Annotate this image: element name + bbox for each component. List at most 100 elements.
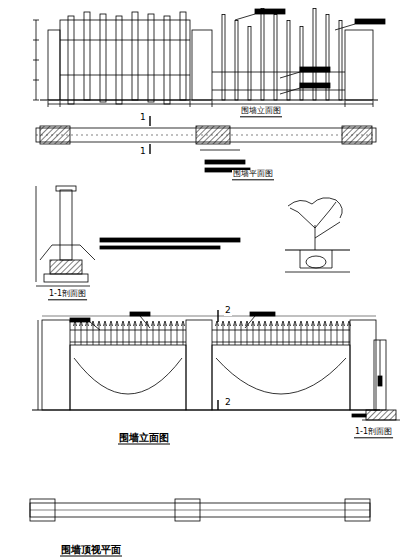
- bar-tip: [122, 321, 125, 326]
- bar-tip: [288, 321, 291, 326]
- fence-bar: [247, 324, 248, 345]
- dimension-tick: [33, 60, 39, 61]
- callout-bar: [130, 312, 150, 316]
- dimension-line: [36, 186, 37, 282]
- slat: [68, 16, 74, 104]
- fence-bar: [111, 324, 112, 345]
- slat: [84, 12, 90, 100]
- section-mark: [149, 144, 150, 154]
- drawing-title: 围墙立面图: [240, 107, 282, 116]
- fence-bar: [325, 324, 326, 345]
- fence-bar: [93, 324, 94, 345]
- fence-bar: [87, 324, 88, 345]
- tree-crown: [288, 198, 342, 218]
- fence-bar: [235, 324, 236, 345]
- title-underline: [354, 437, 393, 438]
- bar-tip: [182, 321, 185, 326]
- slat: [148, 14, 154, 102]
- pillar: [345, 30, 373, 100]
- fence-bar: [141, 324, 142, 345]
- callout-bar: [300, 83, 330, 88]
- dimension-tick: [33, 80, 39, 81]
- fence-bar: [135, 324, 136, 345]
- bar-tip: [110, 321, 113, 326]
- bar-tip: [170, 321, 173, 326]
- title-underline: [240, 116, 282, 117]
- bar-tip: [270, 321, 273, 326]
- ground-line: [362, 420, 400, 421]
- fence-bar: [253, 324, 254, 345]
- wall-panel: [212, 345, 350, 410]
- dimension-tick: [345, 101, 346, 107]
- title-underline: [232, 179, 274, 180]
- fence-bar: [75, 324, 76, 345]
- fence-bar: [217, 324, 218, 345]
- bar-tip: [128, 321, 131, 326]
- fence-bar: [99, 324, 100, 345]
- fence-bar: [123, 324, 124, 345]
- drawing-line: [212, 330, 350, 331]
- drawing-line: [212, 90, 345, 91]
- bar-tip: [348, 321, 351, 326]
- fence-bar: [283, 324, 284, 345]
- note-text-bar: [100, 238, 240, 242]
- fence-bar: [380, 340, 381, 376]
- bar-tip: [134, 321, 137, 326]
- bar-tip: [258, 321, 261, 326]
- slat: [164, 16, 170, 104]
- wall-panel: [70, 345, 186, 410]
- dimension-tick: [212, 101, 213, 107]
- coping: [56, 186, 76, 191]
- bar-tip: [312, 321, 315, 326]
- leader-line: [280, 88, 300, 94]
- fence-bar: [265, 324, 266, 345]
- tree-pit: [300, 250, 332, 268]
- bar-tip: [306, 321, 309, 326]
- title-underline: [118, 444, 170, 445]
- fence-bar: [289, 324, 290, 345]
- fence-bar: [171, 324, 172, 345]
- fence-bar: [147, 324, 148, 345]
- bar-tip: [276, 321, 279, 326]
- footing: [50, 260, 82, 274]
- dimension-tick: [33, 100, 39, 101]
- wall-section: [374, 340, 386, 410]
- section-mark: [217, 400, 218, 410]
- fence-bar: [277, 324, 278, 345]
- bar-tip: [228, 321, 231, 326]
- pillar: [42, 320, 70, 410]
- bar: [274, 14, 277, 100]
- leader-line: [245, 316, 255, 328]
- bar: [339, 20, 342, 100]
- section-mark: [149, 116, 150, 126]
- fence-bar: [313, 324, 314, 345]
- arch-line: [216, 358, 346, 394]
- bar-tip: [324, 321, 327, 326]
- fence-bar: [259, 324, 260, 345]
- wall-panel: [60, 20, 190, 100]
- dimension-line: [38, 320, 39, 410]
- fence-bar: [295, 324, 296, 345]
- leader-line: [280, 72, 300, 78]
- dimension-tick: [33, 40, 39, 41]
- fence-bar: [177, 324, 178, 345]
- title-underline: [60, 556, 122, 557]
- bar-tip: [116, 321, 119, 326]
- fence-bar: [271, 324, 272, 345]
- dimension-tick: [373, 101, 374, 107]
- fence-bar: [301, 324, 302, 345]
- root-ball: [306, 256, 326, 268]
- fence-bar: [331, 324, 332, 345]
- fence-bar: [153, 324, 154, 345]
- bar: [287, 20, 290, 100]
- ground-line: [40, 245, 95, 260]
- bar-tip: [222, 321, 225, 326]
- pillar: [192, 30, 212, 100]
- fence-bar: [165, 324, 166, 345]
- pillar: [48, 30, 60, 100]
- fence-bar: [81, 324, 82, 345]
- dimension-line: [200, 150, 240, 151]
- slat: [116, 16, 122, 104]
- arch-line: [74, 358, 182, 394]
